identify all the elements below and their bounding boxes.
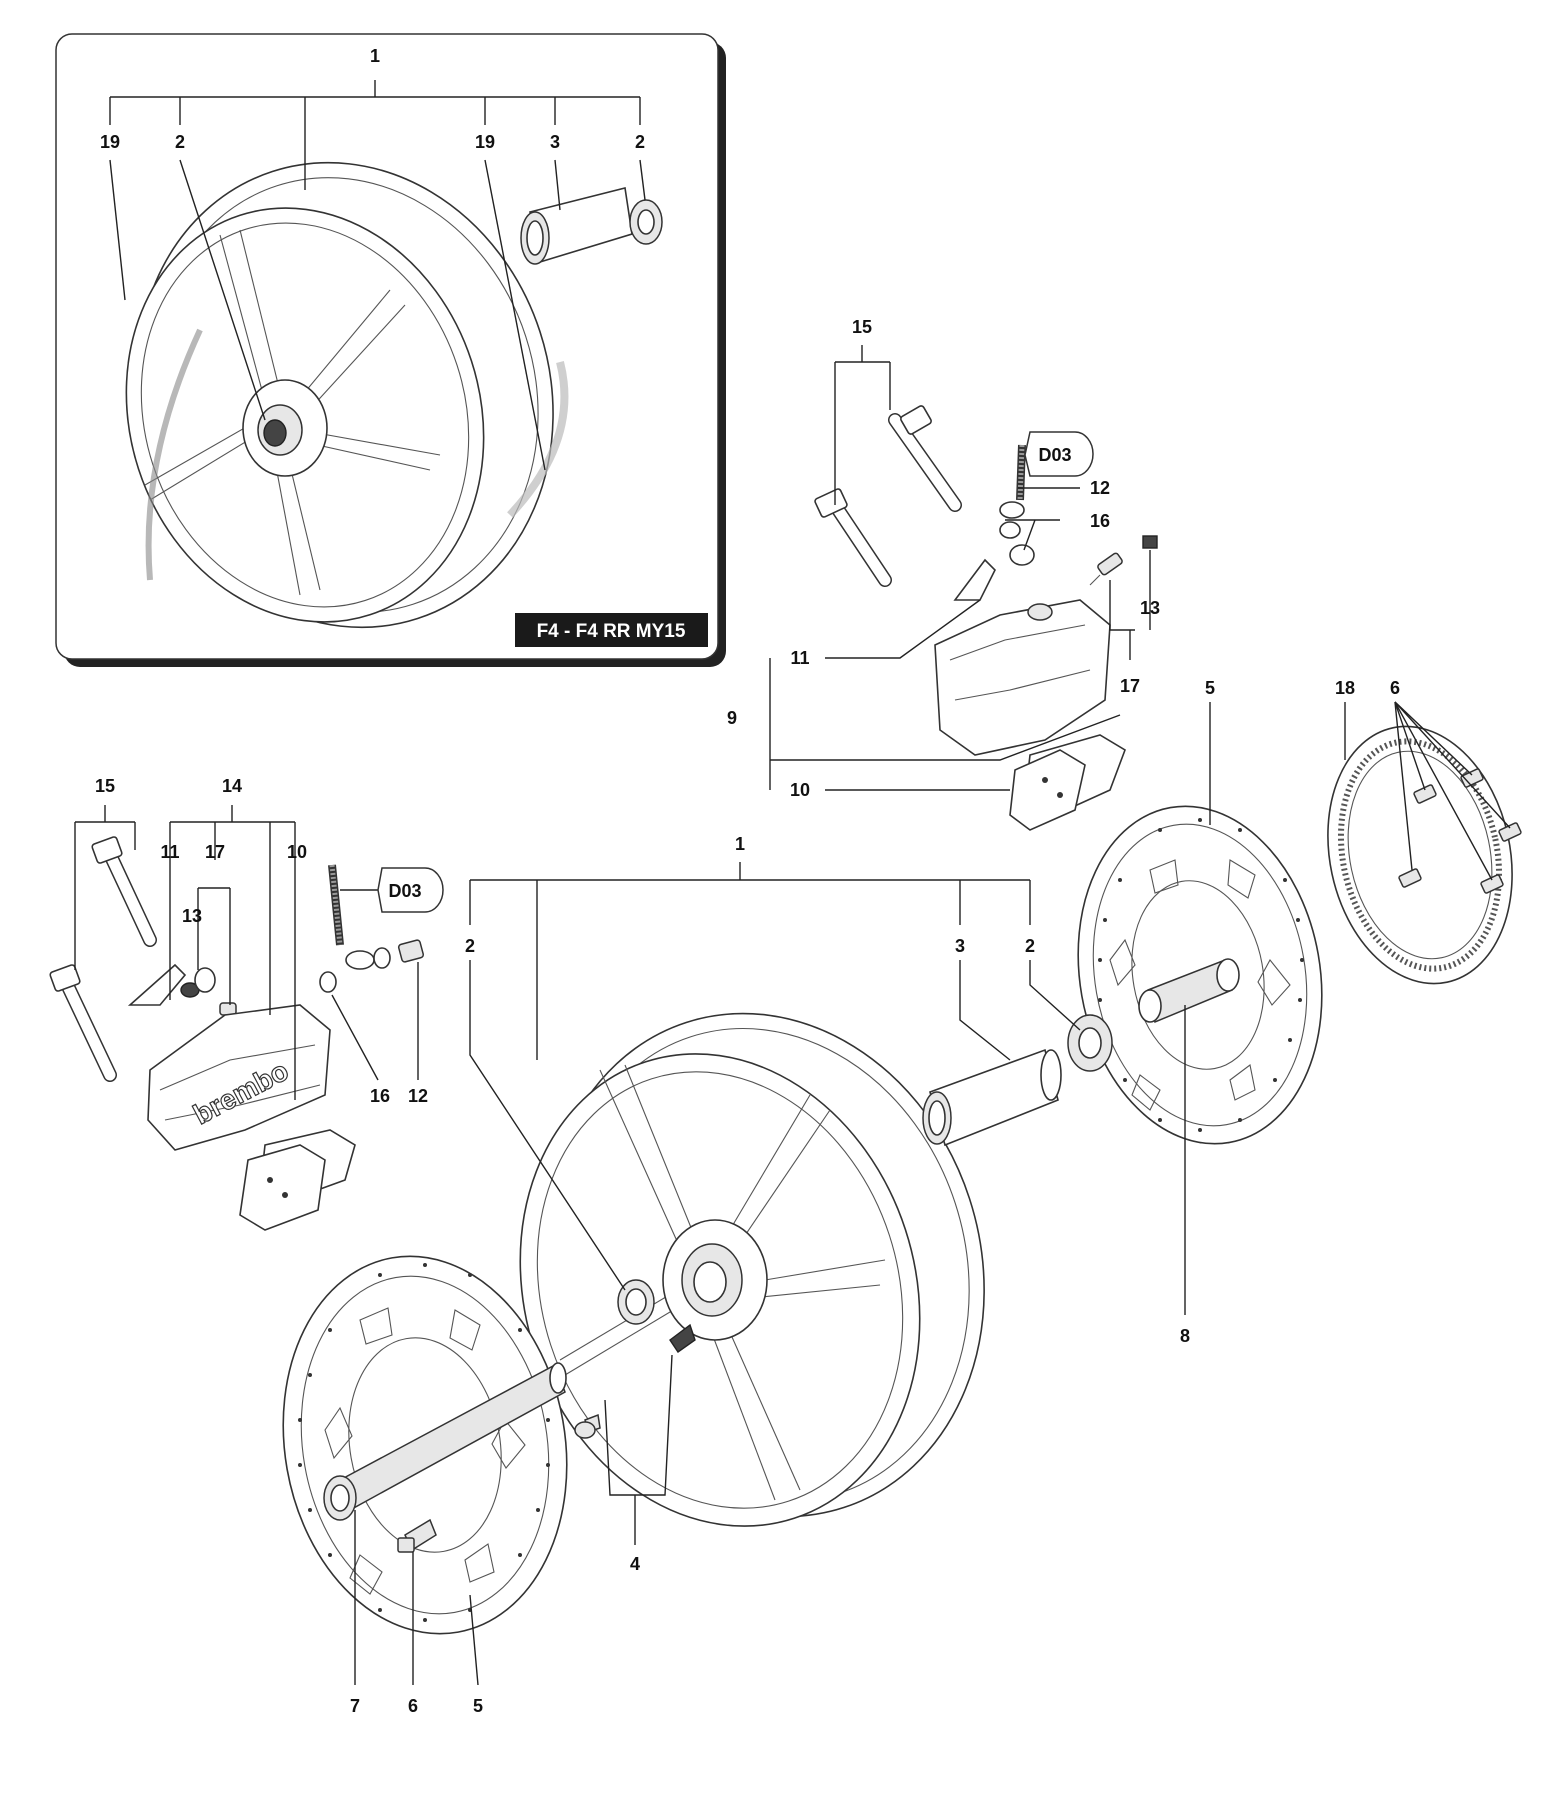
inset-spacer — [520, 187, 633, 265]
inset-leaders — [109, 80, 646, 471]
inset-title-badge — [515, 613, 708, 647]
left-brake-pads — [239, 1129, 356, 1231]
right-caliper-label-screws: 15 — [852, 317, 872, 337]
inset-label-bearing-left: 2 — [175, 132, 185, 152]
right-disc-slots — [1109, 859, 1291, 1111]
left-washer-1 — [319, 971, 337, 993]
inset-label-rim-stripe-left: 19 — [100, 132, 120, 152]
left-caliper-screw-2 — [49, 964, 117, 1082]
right-caliper-screw-1 — [888, 405, 962, 512]
left-caliper-screw-1 — [91, 836, 157, 947]
main-bearing-right — [1067, 1014, 1113, 1072]
left-caliper-leaders — [74, 805, 419, 1100]
main-axle — [1138, 958, 1240, 1024]
right-bleeder — [1089, 552, 1123, 586]
left-bleed-cap — [180, 967, 216, 998]
right-washer-2 — [1009, 544, 1035, 566]
main-wheel-group: 1 2 3 2 4 — [465, 834, 1113, 1574]
right-caliper-label-bleed-cap: 13 — [1140, 598, 1160, 618]
left-caliper-label-pads: 10 — [287, 842, 307, 862]
left-caliper-label-bleeder: 17 — [205, 842, 225, 862]
right-caliper-label-assembly: 9 — [727, 708, 737, 728]
right-washer-1 — [999, 521, 1021, 539]
inset-wheel — [125, 161, 569, 629]
inset-label-assembly: 1 — [370, 46, 380, 66]
main-label-bearing-left: 2 — [465, 936, 475, 956]
left-pad-spring — [127, 963, 187, 1006]
right-caliper-ref: D03 — [1038, 445, 1071, 465]
left-caliper-ref: D03 — [388, 881, 421, 901]
left-disc-group: 7 6 5 — [282, 1255, 596, 1716]
right-disc-holes — [1098, 818, 1304, 1132]
left-caliper-group: brembo — [49, 776, 444, 1231]
right-disc-label-tone-ring: 18 — [1335, 678, 1355, 698]
main-spacer — [922, 1048, 1062, 1147]
left-union-bolt — [397, 939, 425, 963]
right-caliper-screw-2 — [814, 488, 892, 587]
left-axle-nut — [323, 1475, 357, 1521]
inset-title: F4 - F4 RR MY15 — [537, 621, 686, 642]
inset-label-bearing-right: 2 — [635, 132, 645, 152]
left-caliper-body: brembo — [147, 1004, 331, 1151]
left-disc-label-disc: 5 — [473, 1696, 483, 1716]
right-caliper-body — [934, 599, 1111, 756]
left-disc-label-screw: 6 — [408, 1696, 418, 1716]
main-label-valve: 4 — [630, 1554, 640, 1574]
right-caliper-label-washers: 16 — [1090, 511, 1110, 531]
right-pad-spring — [953, 558, 996, 601]
right-caliper-label-pads: 10 — [790, 780, 810, 800]
right-disc-leaders — [1184, 701, 1511, 1315]
left-disc-holes — [298, 1263, 550, 1622]
main-label-assembly: 1 — [735, 834, 745, 854]
left-pinch-screw — [397, 1518, 437, 1553]
right-caliper-group: D03 15 12 16 13 11 17 9 10 — [727, 317, 1160, 831]
left-disc-leaders — [354, 1510, 479, 1686]
right-caliper-label-pad-spring: 11 — [790, 648, 809, 668]
left-caliper-label-assembly: 14 — [222, 776, 242, 796]
left-washer-2 — [373, 947, 391, 969]
main-label-spacer: 3 — [955, 936, 965, 956]
right-caliper-label-union-bolt: 12 — [1090, 478, 1110, 498]
left-caliper-label-screws: 15 — [95, 776, 115, 796]
right-bleed-cap — [1142, 535, 1158, 549]
inset-label-spacer: 3 — [550, 132, 560, 152]
right-brake-pads — [1009, 734, 1126, 831]
main-bearing-left — [617, 1279, 655, 1325]
inset-label-rim-stripe-right: 19 — [475, 132, 495, 152]
tone-ring-screws — [1398, 768, 1522, 894]
left-caliper-label-pad-spring: 11 — [160, 842, 179, 862]
main-wheel-leaders — [469, 862, 1081, 1545]
main-label-axle: 8 — [1180, 1326, 1190, 1346]
right-caliper-ref-box — [1024, 431, 1094, 477]
main-valve — [584, 1323, 696, 1433]
right-disc-label-disc: 5 — [1205, 678, 1215, 698]
right-brake-line — [999, 444, 1026, 519]
right-disc-group: 5 18 6 8 — [1077, 678, 1522, 1346]
left-caliper-label-washers: 16 — [370, 1086, 390, 1106]
inset-panel: 1 19 2 19 3 2 F4 - F4 RR MY15 — [55, 33, 726, 667]
main-label-bearing-right: 2 — [1025, 936, 1035, 956]
small-nut — [574, 1421, 596, 1439]
left-disc-label-nut: 7 — [350, 1696, 360, 1716]
right-caliper-leaders — [769, 345, 1151, 791]
right-disc-label-screws: 6 — [1390, 678, 1400, 698]
left-disc-slots — [324, 1307, 526, 1595]
inset-bearing — [629, 199, 663, 245]
left-caliper-ref-box — [377, 867, 444, 913]
right-caliper-label-bleeder: 17 — [1120, 676, 1140, 696]
left-brake-line — [328, 864, 375, 970]
left-caliper-label-union-bolt: 12 — [408, 1086, 428, 1106]
abs-tone-ring — [1327, 725, 1513, 985]
left-caliper-label-bleed-cap: 13 — [182, 906, 202, 926]
